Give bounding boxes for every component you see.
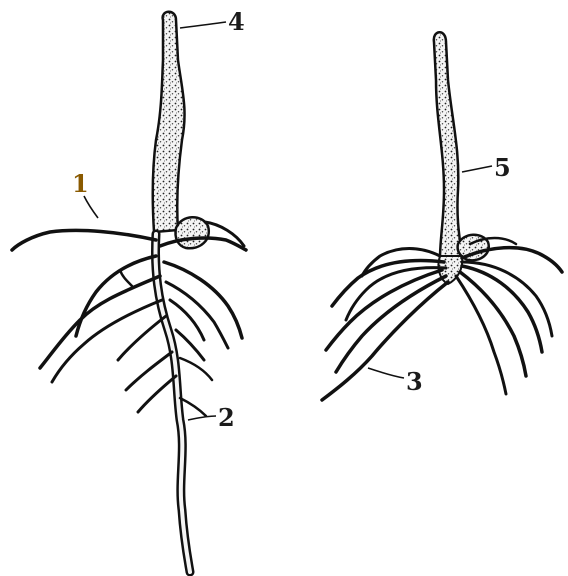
- fibrous-root: [326, 270, 442, 350]
- label-1-group: 1: [72, 169, 98, 218]
- taproot-plant: [12, 12, 246, 572]
- left-shoot: [153, 12, 185, 232]
- label-5-group: 5: [462, 153, 511, 182]
- right-shoot: [434, 32, 462, 258]
- label-3: 3: [406, 367, 423, 396]
- lateral-root: [120, 270, 132, 286]
- label-5: 5: [494, 153, 511, 182]
- leader-line-5: [462, 166, 492, 172]
- lateral-root: [138, 376, 176, 412]
- fibrous-root: [322, 282, 448, 400]
- label-3-group: 3: [368, 367, 423, 396]
- lateral-root: [118, 316, 166, 360]
- lateral-root: [164, 262, 242, 338]
- fibrous-root: [462, 266, 542, 352]
- lateral-root: [180, 358, 212, 380]
- lateral-root: [166, 282, 228, 348]
- label-1: 1: [72, 169, 89, 198]
- fibrous-plant: [322, 32, 562, 400]
- label-4-group: 4: [180, 7, 245, 36]
- leader-line-3: [368, 368, 404, 378]
- lateral-root: [180, 398, 206, 416]
- lateral-root: [52, 300, 162, 382]
- lateral-root: [12, 230, 156, 250]
- label-2: 2: [218, 403, 235, 432]
- leader-line-4: [180, 22, 226, 28]
- leader-line-1: [84, 196, 98, 218]
- fibrous-root: [456, 276, 506, 394]
- leader-line-2: [188, 416, 216, 420]
- label-4: 4: [228, 7, 245, 36]
- fibrous-root: [460, 272, 526, 376]
